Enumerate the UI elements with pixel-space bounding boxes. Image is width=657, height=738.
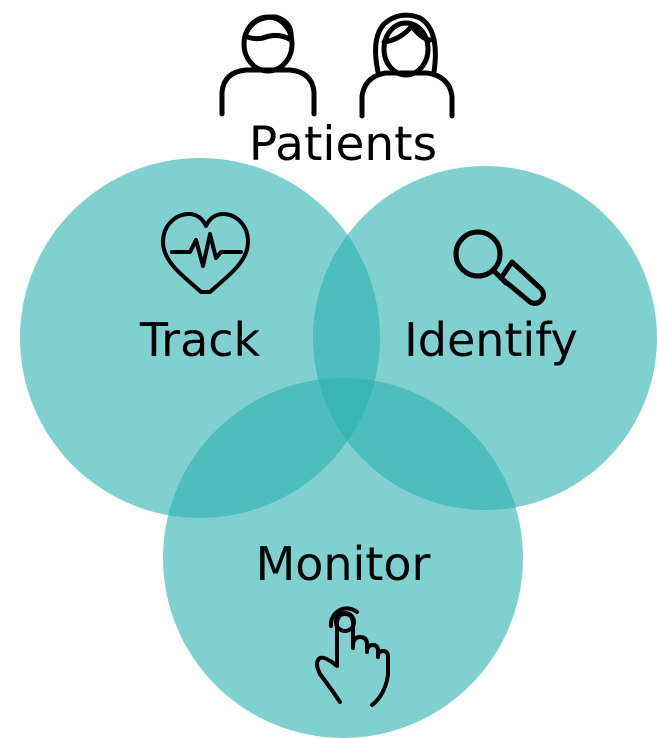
circle-label-identify: Identify: [404, 313, 578, 367]
pointing-hand-icon: [315, 606, 390, 707]
magnifying-glass-icon: [453, 229, 546, 306]
venn-circles: [20, 158, 657, 738]
circle-label-monitor: Monitor: [256, 537, 431, 591]
header-title: Patients: [249, 117, 437, 172]
man-icon: [219, 14, 317, 117]
circle-monitor: [163, 378, 523, 738]
circle-label-track: Track: [139, 313, 261, 367]
heart-pulse-icon: [161, 212, 250, 294]
woman-icon: [359, 12, 455, 119]
